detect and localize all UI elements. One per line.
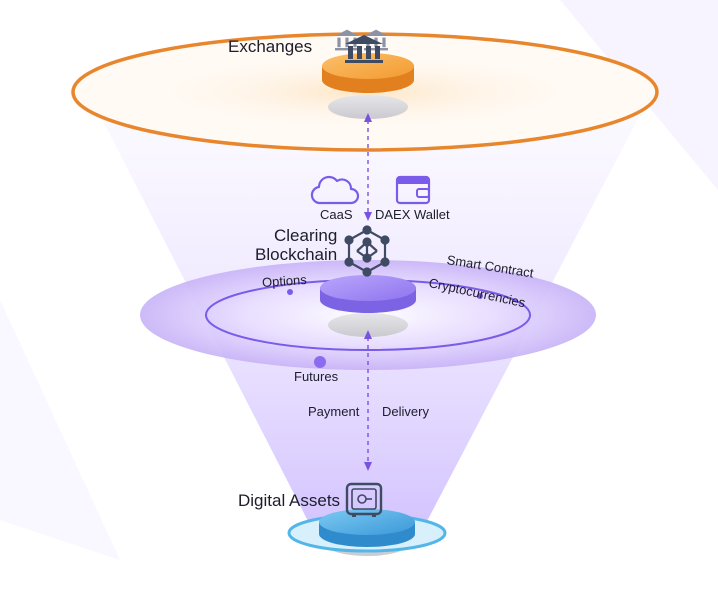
wallet-icon: [395, 175, 431, 205]
bank-building-icon: [335, 29, 388, 63]
safe-vault-icon: [345, 482, 383, 517]
clearing-disc: [320, 275, 416, 313]
exchanges-label: Exchanges: [228, 37, 313, 56]
clearing-disc-shadow: [328, 313, 408, 337]
clearing-assets-connector: [364, 330, 372, 471]
blockchain-label: Blockchain: [255, 245, 338, 264]
options-label: Options: [261, 271, 308, 290]
assets-disc: [319, 509, 415, 547]
digital-assets-label: Digital Assets: [238, 491, 341, 510]
exchanges-disc: [322, 53, 414, 93]
cryptocurrencies-orbit-dot: [477, 293, 483, 299]
futures-label: Futures: [294, 369, 339, 384]
exchange-clearing-connector: [364, 113, 372, 221]
daex-wallet-label: DAEX Wallet: [375, 207, 450, 222]
clearing-label: Clearing: [274, 226, 338, 245]
caas-label: CaaS: [320, 207, 353, 222]
network-cube-icon: [344, 225, 390, 277]
futures-orbit-dot: [314, 356, 326, 368]
options-orbit-dot: [287, 289, 293, 295]
cloud-icon: [310, 175, 360, 205]
exchanges-disc-shadow: [328, 95, 408, 119]
delivery-label: Delivery: [382, 404, 429, 419]
background-beam: [0, 300, 120, 560]
payment-label: Payment: [308, 404, 360, 419]
exchanges-ring: [71, 32, 659, 152]
